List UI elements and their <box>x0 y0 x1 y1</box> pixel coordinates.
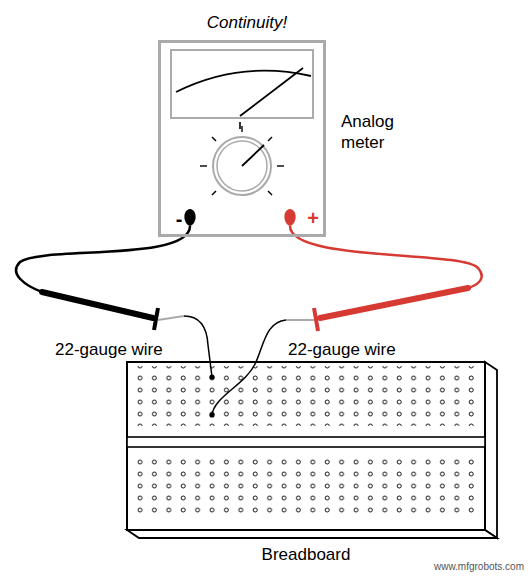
probe-tip <box>158 316 184 320</box>
wire <box>184 316 212 377</box>
meter-caption: Continuity! <box>207 12 287 33</box>
polarity-sign: - <box>176 207 183 232</box>
wire <box>212 320 286 415</box>
polarity-sign: + <box>307 206 319 231</box>
selector-knob <box>213 137 271 195</box>
knob-pointer <box>242 145 264 166</box>
breadboard-side <box>485 362 497 538</box>
probe-body <box>42 292 153 318</box>
meter-scale <box>176 71 311 92</box>
part-name: Analog meter <box>341 111 411 154</box>
meter-needle <box>240 68 303 116</box>
wire-label: 22-gauge wire <box>55 339 163 360</box>
probe-guard <box>154 308 158 330</box>
probe-guard <box>314 308 318 331</box>
hole-rows <box>134 366 480 426</box>
knob-ticks <box>200 126 284 195</box>
watermark: www.mfgrobots.com <box>434 561 524 574</box>
red-jack <box>284 209 295 226</box>
breadboard-channel <box>127 437 485 447</box>
black-jack <box>184 209 195 226</box>
selector-knob <box>217 141 267 191</box>
meter-tick <box>239 122 241 129</box>
wire-end <box>209 412 214 417</box>
meter-housing: Continuity!Analog meter-+ <box>158 40 326 237</box>
meter-window <box>171 50 313 118</box>
breadboard-face <box>127 362 485 530</box>
hole-rows <box>134 456 480 516</box>
probe-body <box>320 288 468 318</box>
probe-tip <box>286 319 314 321</box>
breadboard: Breadboard <box>127 362 485 530</box>
breadboard-bottom <box>127 530 497 538</box>
part-name: Breadboard <box>262 544 351 565</box>
wire-label: 22-gauge wire <box>288 339 396 360</box>
wire-end <box>209 374 214 379</box>
